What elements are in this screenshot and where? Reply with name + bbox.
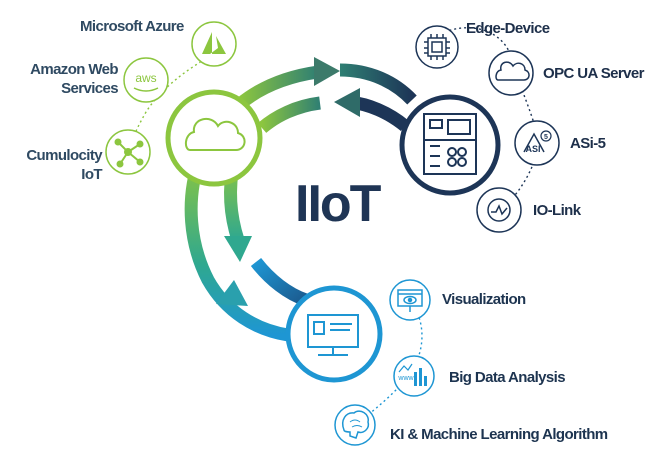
aws-icon-text: aws: [135, 71, 156, 85]
label-visualization: Visualization: [442, 291, 526, 308]
brain-icon: [334, 404, 376, 446]
label-amazon-web-services: Amazon Web Services: [22, 60, 119, 98]
label-microsoft-azure: Microsoft Azure: [80, 18, 184, 35]
label-opc-ua-server: OPC UA Server: [543, 65, 644, 82]
analytics-node: [285, 285, 383, 383]
edge-node: [399, 94, 501, 196]
label-asi-5: ASi-5: [570, 135, 606, 152]
label-io-link: IO-Link: [533, 202, 581, 219]
label-amazon-web-services-line2: Services: [61, 80, 119, 97]
controller-icon: [423, 113, 477, 175]
big-data-icon: www: [393, 355, 435, 397]
arrowheads: [216, 57, 360, 306]
label-cumulocity-iot: Cumulocity IoT: [12, 146, 102, 184]
aws-icon: aws: [123, 57, 169, 103]
diagram-title: IIoT: [295, 175, 381, 233]
asi5-icon-text: ASI: [525, 144, 540, 154]
label-edge-device: Edge-Device: [466, 20, 550, 37]
arc-cloud-to-edge-tail: [339, 63, 417, 105]
label-big-data-analysis: Big Data Analysis: [449, 369, 566, 386]
cloud-icon: [184, 117, 246, 151]
arc-left-outer: [184, 155, 290, 342]
label-cumulocity-iot-line2: IoT: [81, 166, 102, 183]
arrow-up-left: [216, 280, 248, 306]
label-cumulocity-iot-line1: Cumulocity: [26, 147, 102, 164]
chip-icon: [415, 25, 459, 69]
arc-edge-to-cloud-tail: [257, 96, 321, 134]
asi5-icon-badge: 5: [544, 134, 548, 141]
cloud-server-icon: [488, 50, 534, 96]
arrow-left-top: [334, 88, 360, 117]
arrow-down-left: [224, 236, 252, 262]
arrow-right-top: [314, 57, 340, 86]
visualization-icon: [389, 279, 431, 321]
monitor-icon: [307, 314, 359, 356]
cloud-node: [165, 89, 263, 187]
asi5-icon: ASI 5: [514, 120, 560, 166]
cumulocity-icon: [105, 129, 151, 175]
label-amazon-web-services-line1: Amazon Web: [30, 61, 119, 78]
azure-icon: [191, 21, 237, 67]
label-ki-machine-learning: KI & Machine Learning Algorithm: [390, 426, 608, 443]
arc-bottom-upper: [250, 257, 309, 307]
big-data-icon-text: www: [397, 375, 414, 382]
io-link-icon: [476, 187, 522, 233]
arc-cloud-to-edge: [235, 65, 319, 110]
